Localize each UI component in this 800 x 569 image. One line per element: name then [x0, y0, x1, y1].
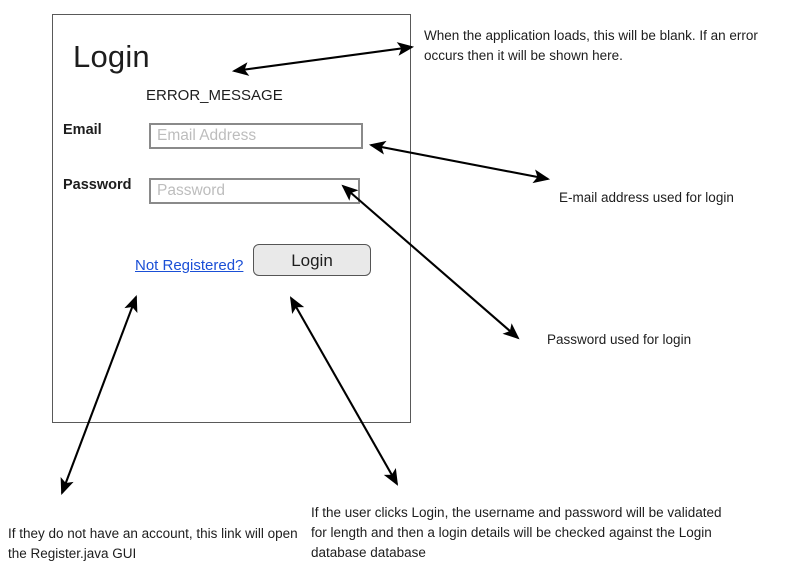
annotation-login-button: If the user clicks Login, the username a…: [311, 505, 722, 560]
login-window-frame: Login ERROR_MESSAGE Email Email Address …: [52, 14, 411, 423]
annotation-error-message: When the application loads, this will be…: [424, 28, 758, 63]
annotation-email: E-mail address used for login: [559, 190, 734, 205]
error-message-text: ERROR_MESSAGE: [146, 87, 283, 104]
email-input[interactable]: Email Address: [149, 123, 363, 149]
annotation-register-link: If they do not have an account, this lin…: [8, 526, 298, 561]
password-input[interactable]: Password: [149, 178, 360, 204]
email-field-label: Email: [63, 122, 102, 138]
password-input-placeholder: Password: [157, 182, 226, 200]
not-registered-link[interactable]: Not Registered?: [135, 257, 244, 274]
login-button[interactable]: Login: [253, 244, 371, 276]
password-field-label: Password: [63, 177, 132, 193]
email-input-placeholder: Email Address: [157, 127, 257, 145]
page-title: Login: [73, 39, 150, 74]
annotation-password: Password used for login: [547, 332, 692, 347]
